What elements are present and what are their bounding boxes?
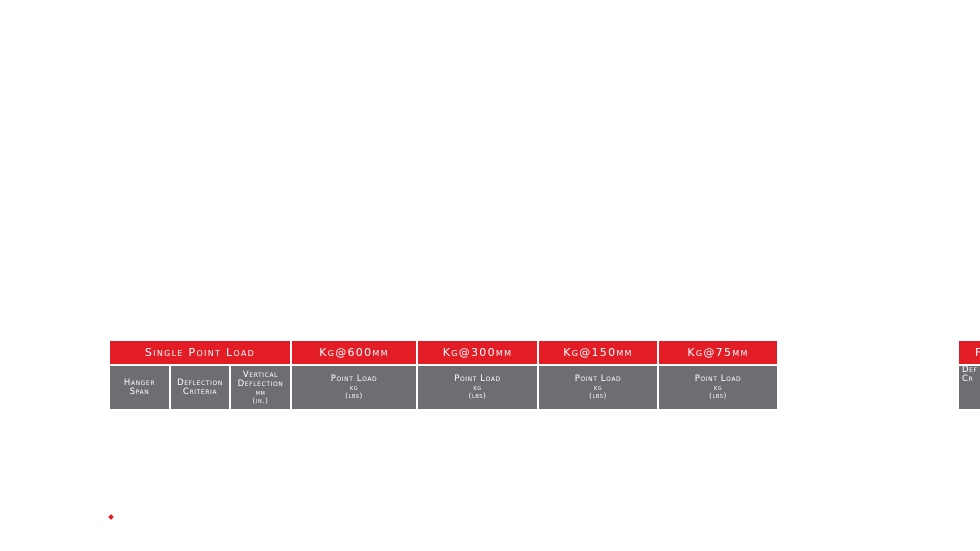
deflection-label: Deflection bbox=[177, 377, 223, 388]
point-load-label: Point Load bbox=[330, 374, 378, 384]
deflection-label-2: Deflection bbox=[237, 378, 284, 389]
kg-unit: kg bbox=[713, 384, 723, 392]
kg-unit: kg bbox=[349, 384, 359, 392]
lbs-unit: (lbs) bbox=[589, 392, 607, 400]
subheader-point-load-150: Point Load kg (lbs) bbox=[539, 366, 657, 409]
point-load-label: Point Load bbox=[574, 374, 622, 384]
subheader-point-load-75: Point Load kg (lbs) bbox=[659, 366, 777, 409]
hanger-label: Hanger bbox=[123, 377, 156, 388]
criteria-label: Criteria bbox=[182, 386, 218, 397]
span-label: Span bbox=[129, 386, 150, 397]
cutoff-table-subheader: Def Cr bbox=[959, 366, 980, 409]
lbs-unit: (lbs) bbox=[468, 392, 487, 400]
subheader-deflection-criteria: Deflection Criteria bbox=[171, 366, 229, 409]
header-kg-600mm: Kg@600mm bbox=[292, 341, 416, 364]
vertical-label: Vertical bbox=[242, 369, 279, 380]
cutoff-table-header: F bbox=[959, 341, 980, 364]
mm-unit: mm bbox=[255, 388, 266, 397]
header-kg-300mm: Kg@300mm bbox=[418, 341, 537, 364]
subheader-point-load-600: Point Load kg (lbs) bbox=[292, 366, 416, 409]
cutoff-deflection-fragment: Def bbox=[962, 366, 978, 375]
point-load-label: Point Load bbox=[694, 374, 742, 384]
subheader-point-load-300: Point Load kg (lbs) bbox=[418, 366, 537, 409]
kg-unit: kg bbox=[593, 384, 603, 392]
kg-unit: kg bbox=[473, 384, 482, 392]
in-unit: (in.) bbox=[252, 396, 269, 405]
header-kg-75mm: Kg@75mm bbox=[659, 341, 777, 364]
red-diamond-marker bbox=[108, 514, 114, 520]
lbs-unit: (lbs) bbox=[709, 392, 727, 400]
header-kg-150mm: Kg@150mm bbox=[539, 341, 657, 364]
subheader-hanger-span: Hanger Span bbox=[110, 366, 169, 409]
cutoff-criteria-fragment: Cr bbox=[962, 374, 974, 384]
header-single-point-load: Single Point Load bbox=[110, 341, 290, 364]
subheader-vertical-deflection: Vertical Deflection mm (in.) bbox=[231, 366, 290, 409]
lbs-unit: (lbs) bbox=[345, 392, 363, 400]
point-load-label: Point Load bbox=[454, 374, 501, 384]
